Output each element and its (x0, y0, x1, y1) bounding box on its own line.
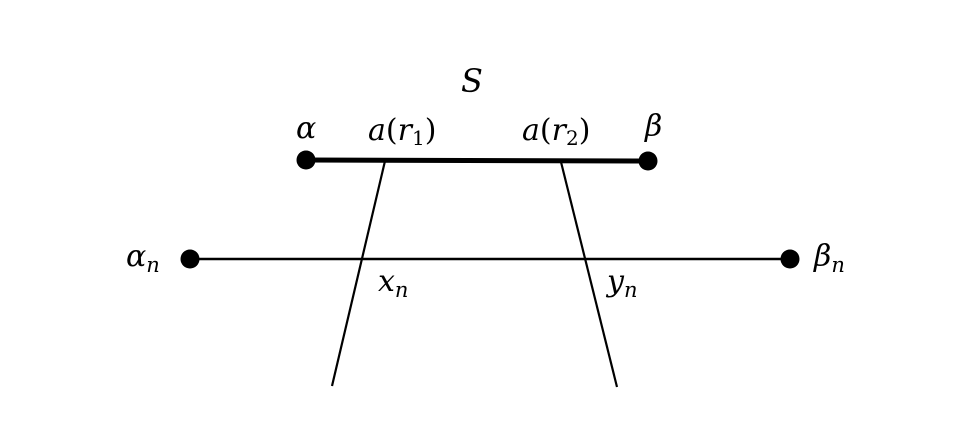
point-alpha (296, 150, 316, 170)
label-a-r1-func: a (368, 113, 386, 148)
line-through-a-r2 (559, 161, 619, 388)
label-alpha-n: αn (126, 239, 160, 277)
label-alpha-n-base: α (126, 239, 146, 274)
label-a-r1-open: ( (386, 113, 398, 148)
label-a-r2-close: ) (579, 113, 591, 148)
label-y-n-base: y (605, 264, 625, 299)
label-a-r2-open: ( (540, 113, 552, 148)
point-beta-n (780, 249, 800, 269)
label-beta-n-base: β (813, 239, 831, 274)
label-y-n: yn (605, 264, 637, 302)
label-x-n-sub: n (395, 278, 409, 302)
line-through-a-r1 (330, 160, 387, 387)
point-alpha-n (180, 249, 200, 269)
label-y-n-sub: n (624, 278, 638, 302)
label-a-r2-sub: 2 (566, 126, 579, 150)
label-a-r1: a(r1) (368, 113, 436, 150)
label-a-r1-close: ) (425, 113, 437, 148)
point-beta (638, 151, 658, 171)
label-a-r1-var: r (398, 113, 414, 148)
label-x-n: xn (378, 264, 408, 302)
segment-s (303, 157, 651, 164)
label-a-r2-func: a (522, 113, 540, 148)
label-alpha: α (296, 111, 316, 146)
label-beta-n: βn (813, 239, 845, 277)
label-beta: β (644, 109, 662, 144)
label-x-n-base: x (378, 264, 395, 299)
label-a-r1-sub: 1 (412, 126, 425, 150)
label-alpha-n-sub: n (146, 253, 160, 277)
label-a-r2: a(r2) (522, 113, 590, 150)
label-a-r2-var: r (552, 113, 568, 148)
label-beta-n-sub: n (831, 253, 845, 277)
label-s: S (461, 62, 483, 100)
